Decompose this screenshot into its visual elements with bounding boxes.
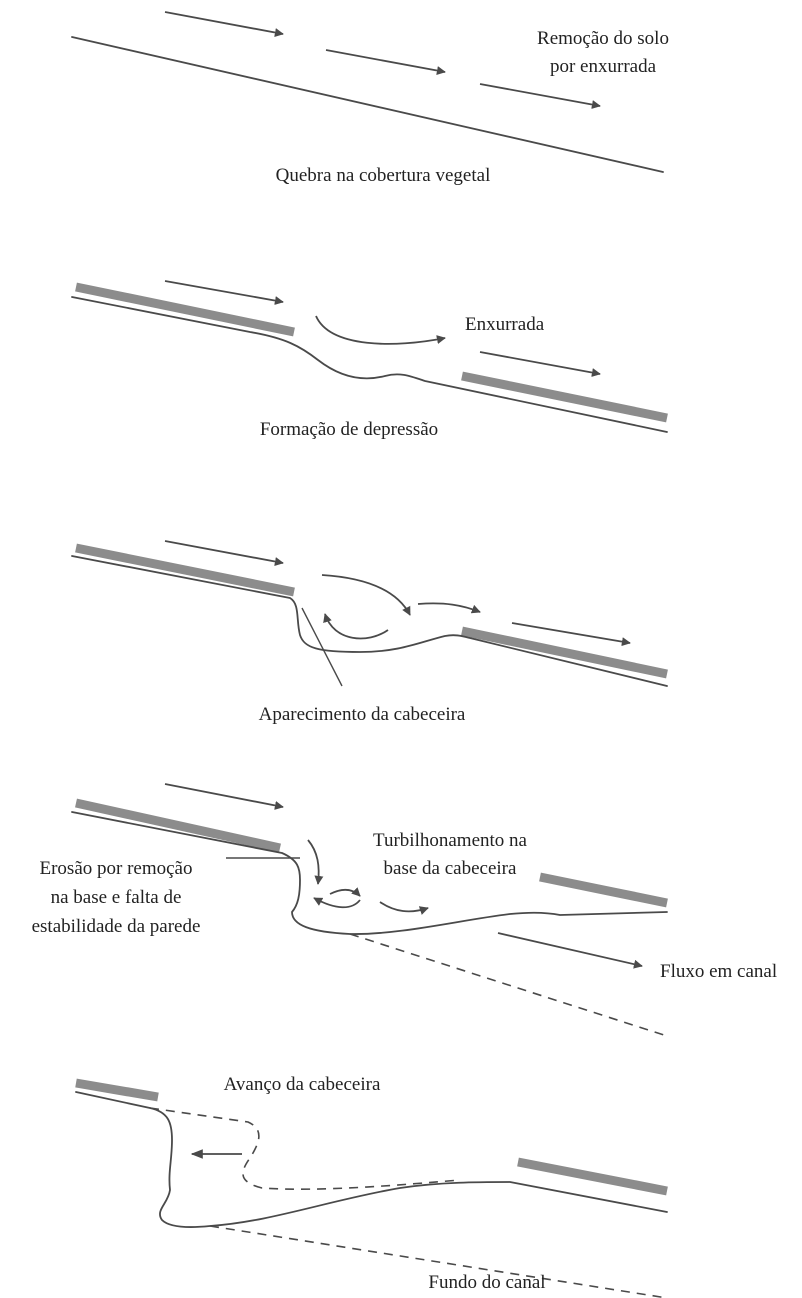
runoff-arrow [164, 783, 284, 810]
vegetation-cover-left [75, 282, 295, 337]
channel-flow-arrow [497, 932, 643, 969]
ground-profile-depression [71, 296, 668, 433]
slope-surface-line [71, 36, 664, 173]
runoff-arrow [164, 11, 284, 37]
label-headcut-advance: Avanço da cabeceira [224, 1074, 381, 1095]
plunge-arrow [321, 574, 411, 616]
runoff-arrow [511, 622, 631, 647]
ground-profile-headcut [71, 555, 668, 687]
vegetation-cover-left [75, 543, 295, 597]
plunge-arrow [307, 839, 324, 885]
label-turbulence-line2: base da cabeceira [384, 858, 517, 879]
ground-profile-advanced-gully [75, 1091, 668, 1228]
vegetation-cover-left [75, 798, 281, 853]
runoff-curved-arrow [315, 315, 446, 345]
vegetation-cover-right [461, 371, 668, 423]
stage-4-channel-flow: Erosão por remoção na base e falta de es… [32, 783, 777, 1037]
swirl-arrow-left [313, 897, 361, 909]
channel-bottom-dashed [209, 1225, 668, 1298]
caption-stage-2: Formação de depressão [260, 419, 438, 440]
runoff-arrow [164, 280, 284, 306]
runoff-arrow [164, 540, 284, 566]
label-erosion-line2: na base e falta de [51, 887, 182, 908]
stage-3-headcut-appearance: Aparecimento da cabeceira [71, 540, 668, 725]
label-channel-flow: Fluxo em canal [660, 961, 777, 982]
swirl-arrow-right [329, 887, 361, 897]
stage-1-vegetation-break: Remoção do solo por enxurrada Quebra na … [71, 11, 669, 186]
vegetation-cover-right [461, 626, 668, 679]
label-soil-removal-line1: Remoção do solo [537, 28, 669, 49]
runoff-arrow [325, 49, 446, 75]
runoff-arrow [417, 602, 481, 614]
label-erosion-line1: Erosão por remoção [40, 858, 193, 879]
label-channel-bottom: Fundo do canal [428, 1272, 545, 1293]
caption-stage-3: Aparecimento da cabeceira [259, 704, 466, 725]
caption-stage-1: Quebra na cobertura vegetal [276, 165, 491, 186]
label-erosion-line3: estabilidade da parede [32, 916, 201, 937]
vegetation-cover-right [539, 872, 668, 908]
vegetation-cover-right [517, 1157, 668, 1196]
label-turbulence-line1: Turbilhonamento na [373, 830, 527, 851]
future-channel-bottom-dashed [349, 933, 668, 1037]
runoff-arrow [479, 83, 601, 109]
stage-2-depression-formation: Enxurrada Formação de depressão [71, 280, 668, 440]
ground-profile-gully [71, 811, 668, 935]
stage-5-headcut-advance: Avanço da cabeceira Fundo do canal [75, 1074, 668, 1298]
headcut-leader-line [301, 607, 343, 687]
backflow-arrow [323, 613, 389, 640]
runoff-arrow [379, 901, 429, 915]
runoff-arrow [479, 351, 601, 377]
label-runoff: Enxurrada [465, 314, 545, 335]
label-soil-removal-line2: por enxurrada [550, 56, 657, 77]
vegetation-cover-left [75, 1078, 159, 1102]
previous-headcut-position-dashed [149, 1107, 461, 1190]
